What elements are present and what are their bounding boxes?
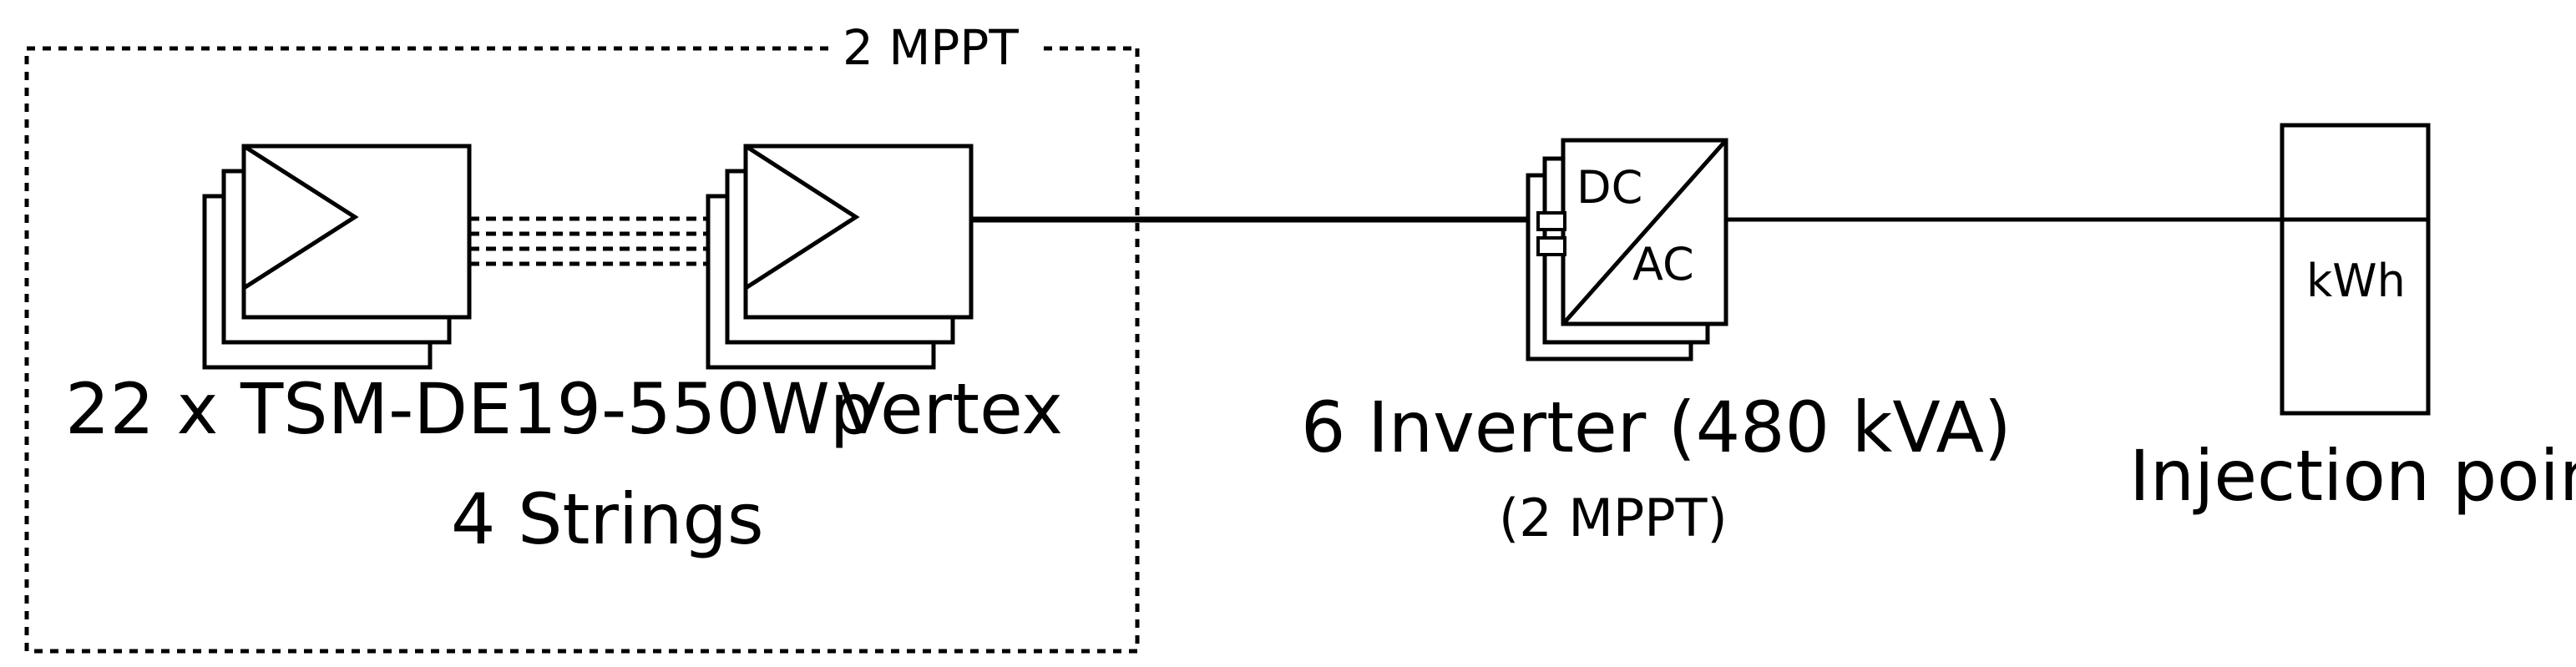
inverter-sublabel: (2 MPPT) bbox=[1499, 488, 1728, 548]
injection-point-label: Injection point bbox=[2129, 435, 2576, 517]
pv-end-label: Vertex bbox=[838, 368, 1064, 450]
pv-strings-label: 4 Strings bbox=[451, 478, 764, 560]
meter-box-label: kWh bbox=[2306, 255, 2406, 307]
mppt-group-boundary bbox=[24, 46, 1140, 654]
pv-module-label: 22 x TSM-DE19-550Wp bbox=[65, 368, 875, 450]
energy-meter-icon bbox=[2280, 123, 2431, 416]
pv-module-end-stack-icon bbox=[706, 144, 974, 370]
inverter-label: 6 Inverter (480 kVA) bbox=[1301, 387, 2012, 468]
pv-module-stack-icon bbox=[202, 144, 472, 370]
inverter-stack-icon bbox=[1526, 138, 1728, 361]
inverter-dc-label: DC bbox=[1576, 161, 1643, 214]
inverter-mppt-inputs-icon bbox=[1536, 211, 1566, 256]
inverter-ac-label: AC bbox=[1632, 238, 1694, 291]
string-connections bbox=[469, 216, 710, 266]
mppt-group-label: 2 MPPT bbox=[838, 23, 1024, 72]
